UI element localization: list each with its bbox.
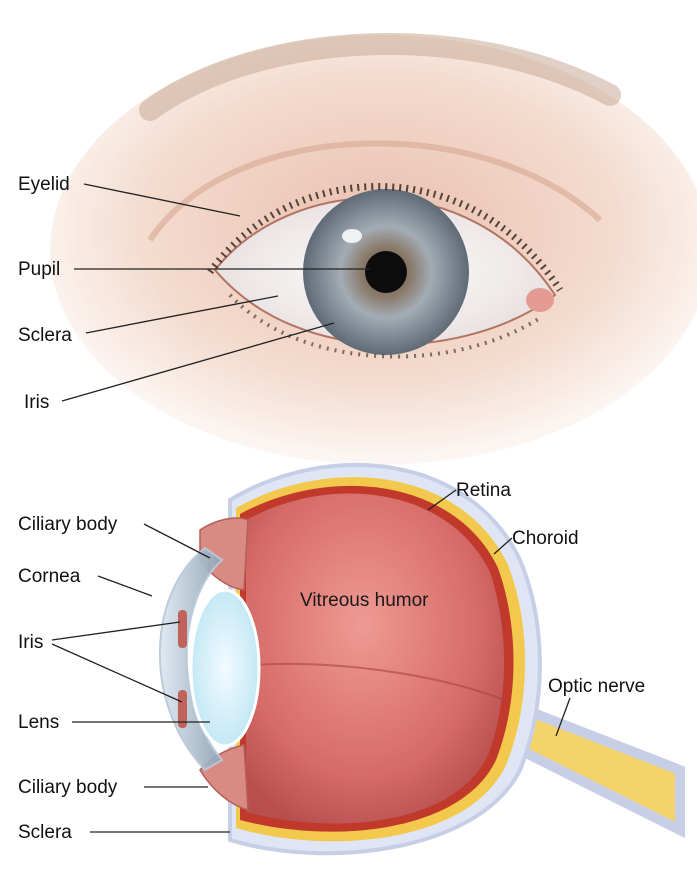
label-optic-nerve: Optic nerve bbox=[548, 676, 645, 697]
label-retina: Retina bbox=[456, 480, 511, 501]
label-iris-external: Iris bbox=[24, 392, 49, 413]
iris-section-bottom bbox=[178, 690, 187, 728]
leader-eyelid bbox=[83, 183, 241, 217]
label-sclera-external: Sclera bbox=[18, 325, 72, 346]
label-ciliary-body-bottom: Ciliary body bbox=[18, 777, 118, 798]
label-ciliary-body-top: Ciliary body bbox=[18, 514, 118, 535]
vitreous-fold bbox=[251, 662, 506, 701]
cross-section-illustration bbox=[158, 462, 685, 856]
eyelid-crease bbox=[147, 140, 603, 242]
label-lens: Lens bbox=[18, 712, 59, 733]
leader-retina bbox=[427, 489, 457, 511]
leader-iris-external bbox=[61, 322, 335, 402]
vitreous-body bbox=[246, 493, 504, 824]
cornea-shape bbox=[158, 546, 224, 772]
label-pupil: Pupil bbox=[18, 259, 60, 280]
lens-shape bbox=[189, 588, 261, 748]
leader-optic-nerve bbox=[555, 697, 571, 737]
label-cornea: Cornea bbox=[18, 566, 81, 587]
leader-choroid bbox=[493, 537, 513, 555]
leader-cornea bbox=[97, 575, 153, 597]
leader-ciliary-body-top bbox=[143, 523, 211, 559]
lower-lashes bbox=[228, 293, 542, 359]
label-vitreous-humor: Vitreous humor bbox=[300, 590, 429, 611]
leader-iris-section-top bbox=[51, 621, 181, 641]
label-choroid: Choroid bbox=[512, 528, 579, 549]
external-eye-illustration bbox=[50, 33, 697, 465]
eye-highlight bbox=[342, 229, 362, 243]
leader-iris-section-bottom bbox=[51, 643, 183, 703]
caruncle bbox=[526, 288, 554, 312]
label-eyelid: Eyelid bbox=[18, 174, 70, 195]
iris-section-top bbox=[178, 610, 187, 648]
leader-sclera-external bbox=[85, 295, 279, 334]
label-iris-section: Iris bbox=[18, 632, 43, 653]
pupil-disc bbox=[365, 251, 407, 293]
eyebrow bbox=[139, 33, 621, 121]
label-sclera-section: Sclera bbox=[18, 822, 72, 843]
